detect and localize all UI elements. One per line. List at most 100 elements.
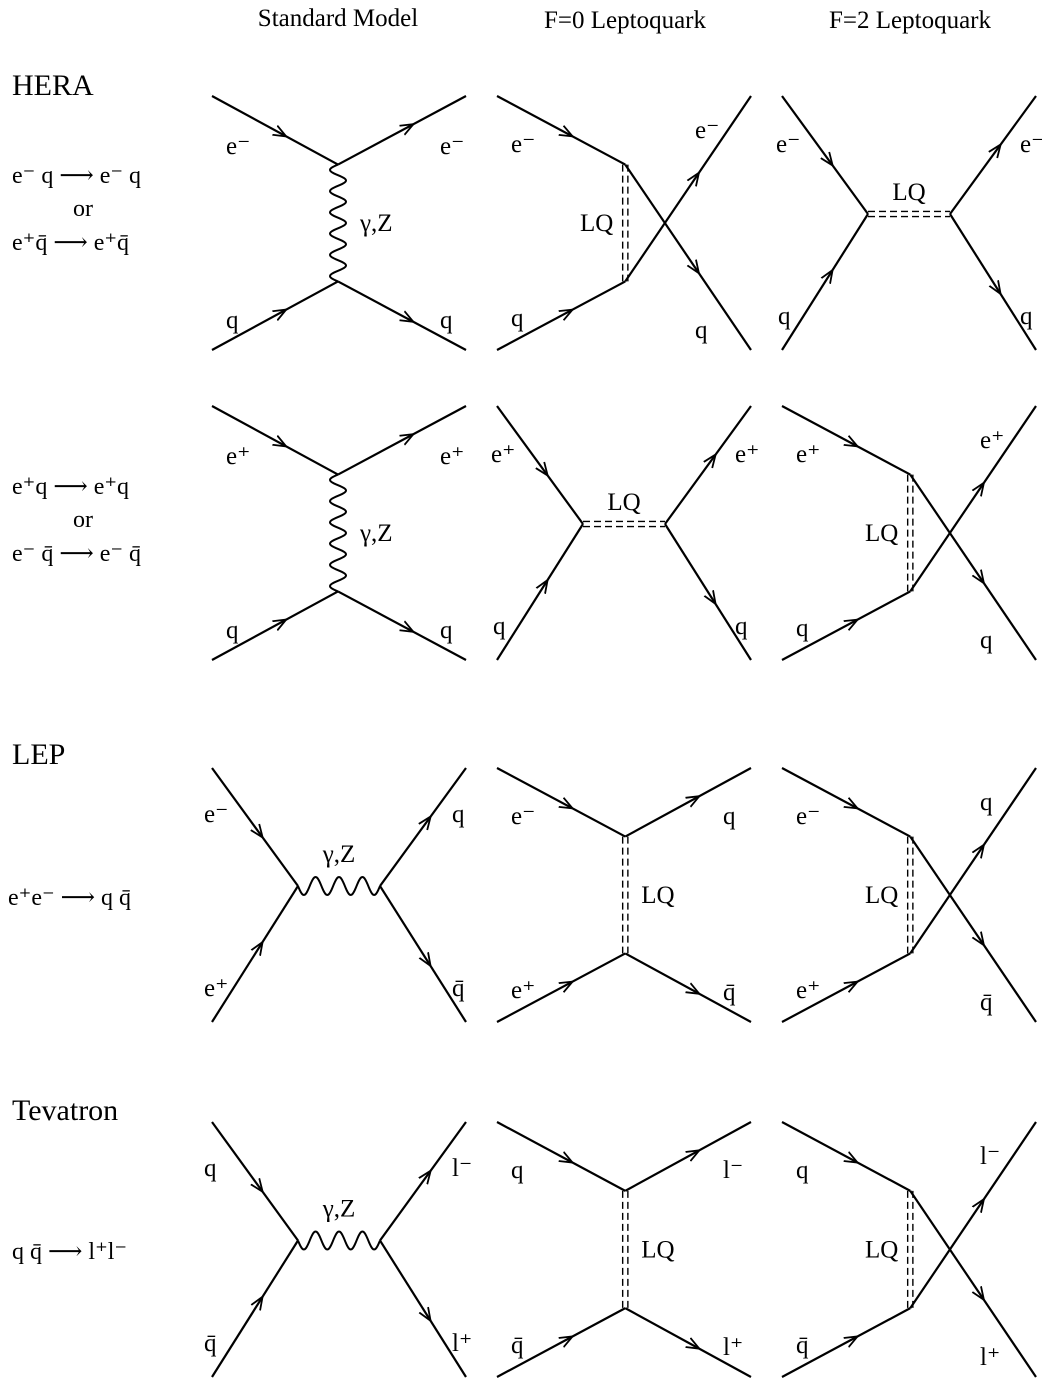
sm-incoming-bottom-arrow <box>260 1298 262 1301</box>
section-lep: LEP <box>12 738 65 771</box>
section-tevatron: Tevatron <box>12 1094 118 1127</box>
sm-label-br: l⁺ <box>452 1330 472 1357</box>
reaction-1-or: or <box>73 196 93 222</box>
f0-label-br: l⁺ <box>723 1334 743 1361</box>
f2-outgoing-bottom <box>909 835 1037 1023</box>
f0-label-tr: e⁻ <box>695 117 719 144</box>
f0-incoming-top-arrow <box>569 1161 572 1162</box>
f0-outgoing-top-arrow <box>696 797 699 798</box>
f2-lq-label: LQ <box>865 882 898 909</box>
f0-incoming-bottom-arrow <box>569 982 572 983</box>
f2-label-tl: q <box>796 1157 809 1184</box>
f0-label-tl: e⁻ <box>511 803 535 830</box>
f0-lq-propagator <box>621 836 629 954</box>
f2-outgoing-bottom <box>909 473 1037 661</box>
f0-outgoing-bottom-arrow <box>696 268 699 272</box>
f2-label-bl: q̄ <box>796 1332 809 1359</box>
f2-label-tl: e⁻ <box>776 131 800 158</box>
sm-outgoing-bottom-arrow <box>410 630 413 631</box>
f0-incoming-bottom-arrow <box>569 1337 572 1338</box>
sm-outgoing-bottom-arrow <box>428 1317 430 1320</box>
sm-label-tl: q <box>204 1155 217 1182</box>
sm-incoming-bottom <box>211 1239 299 1378</box>
header-standard-model: Standard Model <box>258 5 418 32</box>
sm-outgoing-bottom-arrow <box>428 962 430 965</box>
sm-label-bl: e⁺ <box>204 975 228 1002</box>
sm-label-tr: l⁻ <box>452 1155 472 1182</box>
f2-incoming-bottom-arrow <box>830 271 832 274</box>
f0-outgoing-top-arrow <box>696 174 699 178</box>
f0-lq-label: LQ <box>580 210 613 237</box>
f0-lq-propagator <box>583 520 665 528</box>
sm-label-tl: e⁻ <box>226 133 250 160</box>
f0-outgoing-top-arrow <box>713 456 715 458</box>
sm-incoming-bottom-arrow <box>283 310 286 311</box>
f2-lq-propagator <box>906 1190 914 1309</box>
f0-incoming-bottom <box>496 523 584 661</box>
sm-label-br: q <box>440 307 453 334</box>
f0-outgoing-bottom-arrow <box>696 1347 699 1348</box>
f2-lq-label: LQ <box>865 1237 898 1264</box>
f0-label-bl: q <box>511 305 524 332</box>
f0-label-tr: e⁺ <box>735 441 759 468</box>
f0-label-tl: e⁺ <box>491 441 515 468</box>
sm-incoming-bottom-arrow <box>260 943 262 946</box>
header-f0-leptoquark: F=0 Leptoquark <box>544 7 706 34</box>
f0-label-br: q̄ <box>723 979 736 1006</box>
f0-lq-propagator <box>621 1190 629 1309</box>
f2-label-br: q <box>980 627 993 654</box>
f2-label-bl: e⁺ <box>796 977 820 1004</box>
f2-outgoing-bottom-arrow <box>998 290 1000 293</box>
sm-label-bl: q <box>226 617 239 644</box>
sm-label-tr: q <box>452 801 465 828</box>
sm-boson-label: γ,Z <box>322 1196 356 1223</box>
sm-label-bl: q̄ <box>204 1330 217 1357</box>
f2-incoming-bottom <box>781 213 869 351</box>
sm-label-tl: e⁻ <box>204 801 228 828</box>
sm-diagram-r3: γ,Z e⁻ q e⁺ q̄ <box>204 767 467 1023</box>
f0-outgoing-bottom <box>624 163 752 351</box>
f2-label-tl: e⁻ <box>796 803 820 830</box>
f0-incoming-top-arrow <box>569 806 572 807</box>
f2-label-tr: e⁺ <box>980 427 1004 454</box>
sm-outgoing-top-arrow <box>428 818 430 820</box>
reaction-1-top: e⁻ q ⟶ e⁻ q <box>12 163 141 189</box>
f2-outgoing-bottom-arrow <box>981 940 984 944</box>
f0-label-bl: q <box>493 613 506 640</box>
sm-label-tr: e⁺ <box>440 443 464 470</box>
reaction-2-top: e⁺q ⟶ e⁺q <box>12 474 129 500</box>
f0-diagram-r1: LQ e⁻ e⁻ q q <box>496 95 752 351</box>
reaction-2-or: or <box>73 507 93 533</box>
f2-outgoing-top-arrow <box>981 484 984 488</box>
f2-incoming-bottom-arrow <box>854 620 857 621</box>
f0-outgoing-top-arrow <box>696 1151 699 1152</box>
sm-boson-propagator <box>328 473 348 593</box>
f0-outgoing-top <box>624 95 752 283</box>
f2-label-bl: q <box>778 303 791 330</box>
f0-incoming-bottom-arrow <box>545 581 547 584</box>
sm-incoming-top-arrow <box>260 834 262 836</box>
f0-lq-label: LQ <box>641 882 674 909</box>
f2-diagram-r3: LQe⁻qe⁺q̄ <box>781 767 1037 1023</box>
reaction-1-bottom: e⁺q̄ ⟶ e⁺q̄ <box>12 230 129 256</box>
f0-label-tr: q <box>723 803 736 830</box>
f2-label-br: q <box>1020 303 1033 330</box>
f2-label-br: l⁺ <box>980 1344 1000 1371</box>
sm-label-br: q̄ <box>452 975 465 1002</box>
f2-lq-propagator <box>868 210 950 218</box>
f0-label-br: q <box>695 317 708 344</box>
sm-boson-label: γ,Z <box>322 841 356 868</box>
f2-incoming-top-arrow <box>854 806 857 807</box>
sm-outgoing-top-arrow <box>410 125 413 126</box>
f0-label-tl: e⁻ <box>511 131 535 158</box>
f2-incoming-bottom-arrow <box>854 1337 857 1338</box>
f2-label-br: q̄ <box>980 989 993 1016</box>
sm-outgoing-top-arrow <box>428 1172 430 1174</box>
